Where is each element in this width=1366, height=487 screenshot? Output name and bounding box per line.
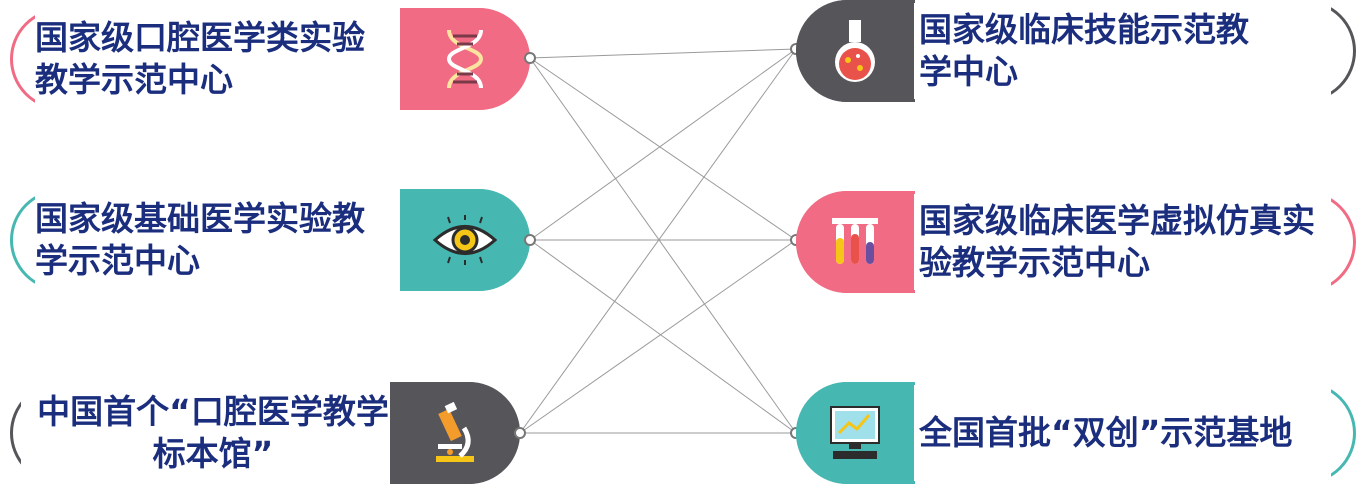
connector-dot xyxy=(524,234,536,246)
node-label: 全国首批“双创”示范基地 xyxy=(915,382,1331,484)
computer-icon xyxy=(796,382,914,484)
node-label: 国家级临床医学虚拟仿真实验教学示范中心 xyxy=(915,191,1331,293)
node-label: 中国首个“口腔医学教学标本馆” xyxy=(21,382,405,484)
node-oral-specimen-museum: 中国首个“口腔医学教学标本馆” xyxy=(10,382,520,484)
node-label: 国家级口腔医学类实验教学示范中心 xyxy=(35,8,415,110)
node-oral-medicine-center: 国家级口腔医学类实验教学示范中心 xyxy=(10,8,530,110)
node-virtual-simulation-center: 国家级临床医学虚拟仿真实验教学示范中心 xyxy=(796,191,1356,293)
connector-dot xyxy=(514,427,526,439)
connector-line xyxy=(519,48,797,434)
microscope-icon xyxy=(390,382,520,484)
connector-line xyxy=(529,57,797,241)
node-innovation-entrepreneurship-base: 全国首批“双创”示范基地 xyxy=(796,382,1356,484)
connector-line xyxy=(529,239,797,434)
node-label: 国家级基础医学实验教学示范中心 xyxy=(35,189,415,291)
connector-line xyxy=(529,48,797,241)
node-clinical-skills-center: 国家级临床技能示范教学中心 xyxy=(796,0,1356,102)
node-basic-medicine-center: 国家级基础医学实验教学示范中心 xyxy=(10,189,530,291)
connector-line xyxy=(519,239,797,434)
flask-icon xyxy=(796,0,914,102)
dna-icon xyxy=(400,8,530,110)
test-tubes-icon xyxy=(796,191,914,293)
connector-dot xyxy=(524,52,536,64)
connector-line xyxy=(529,48,797,59)
connector-line xyxy=(529,57,797,434)
node-label: 国家级临床技能示范教学中心 xyxy=(915,0,1331,102)
eye-icon xyxy=(400,189,530,291)
